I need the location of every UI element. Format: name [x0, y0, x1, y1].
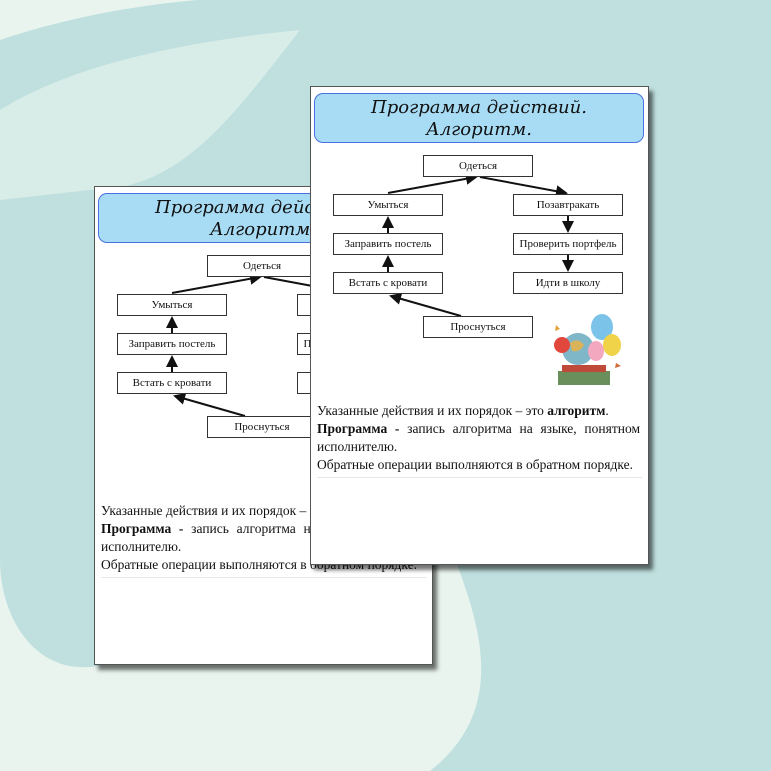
program-definition: запись алгоритма на языке, понятном испо… — [317, 421, 640, 454]
step-go-school: Идти в школу — [513, 272, 623, 294]
card-text: Указанные действия и их порядок – это ал… — [317, 402, 640, 474]
step-wash: Умыться — [333, 194, 443, 216]
step-get-up: Встать с кровати — [117, 372, 227, 394]
reverse-operations-text: Обратные операции выполняются в обратном… — [317, 457, 633, 472]
algorithm-term: алгоритм — [547, 403, 606, 418]
flow-arrows — [382, 172, 574, 317]
step-make-bed: Заправить постель — [333, 233, 443, 255]
title-line-2: Алгоритм. — [426, 119, 532, 140]
step-dress: Одеться — [207, 255, 317, 277]
step-breakfast: Позавтракать — [513, 194, 623, 216]
program-term: Программа - — [101, 521, 184, 536]
globe-balloons-illustration — [554, 314, 621, 385]
step-make-bed: Заправить постель — [117, 333, 227, 355]
step-wake-up: Проснуться — [423, 316, 533, 338]
worksheet-card-front: Программа действий. Алгоритм. Одеться Ум… — [310, 86, 649, 565]
card-title: Программа действий. Алгоритм. — [314, 93, 644, 143]
step-dress: Одеться — [423, 155, 533, 177]
definition-text: Указанные действия и их порядок – это — [317, 403, 548, 418]
step-wake-up: Проснуться — [207, 416, 317, 438]
step-get-up: Встать с кровати — [333, 272, 443, 294]
divider — [101, 577, 426, 578]
title-line-1: Программа действий. — [371, 97, 587, 118]
definition-text: Указанные действия и их порядок – это — [101, 503, 332, 518]
period: . — [605, 403, 609, 418]
title-line-2: Алгоритм. — [210, 219, 316, 240]
step-wash: Умыться — [117, 294, 227, 316]
step-check-bag: Проверить портфель — [513, 233, 623, 255]
program-term: Программа - — [317, 421, 400, 436]
divider — [317, 477, 642, 478]
